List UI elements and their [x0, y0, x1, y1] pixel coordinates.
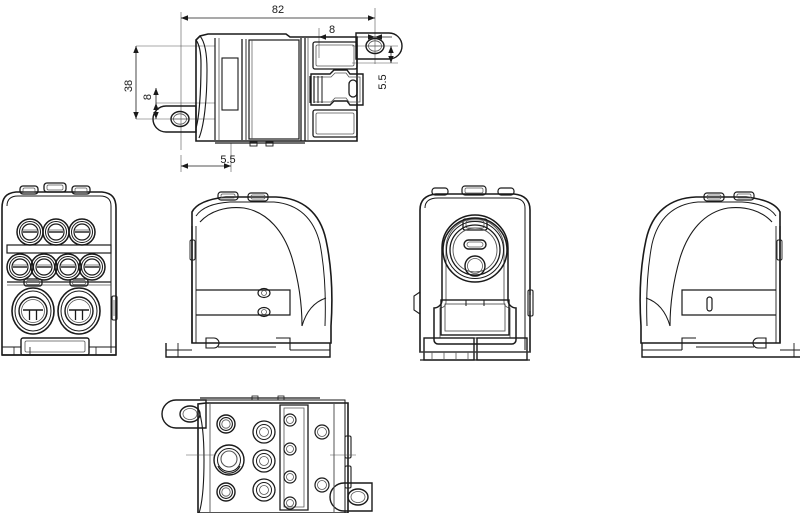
dimension-label-5-5-right: 5.5 — [377, 74, 389, 89]
dimension-overall-length: 82 — [181, 4, 375, 21]
dimension-label-8-horizontal: 8 — [329, 24, 335, 36]
rib-holes — [283, 413, 297, 510]
top-view: 82 8 38 8 5.5 5.5 — [123, 4, 403, 172]
lower-screw-row — [6, 253, 106, 281]
front-view-base — [2, 337, 116, 356]
large-terminal-left — [11, 278, 55, 335]
top-clips — [19, 182, 91, 195]
dimension-label-38: 38 — [123, 80, 135, 92]
dimension-overall-width: 38 — [123, 46, 139, 119]
bottom-boss-column — [252, 420, 276, 502]
large-terminal-right — [57, 278, 101, 335]
left-side-view — [165, 191, 333, 358]
dimension-hole-offset-top: 5.5 — [377, 46, 394, 90]
dimension-label-8-vertical: 8 — [142, 94, 154, 100]
dimension-label-5-5-bottom: 5.5 — [220, 154, 235, 166]
right-side-view — [639, 191, 800, 358]
mounting-ear-left — [152, 105, 197, 133]
dimension-label-82: 82 — [272, 4, 284, 16]
bottom-view — [161, 395, 373, 513]
mounting-ear-right — [355, 32, 403, 60]
upper-screw-row — [16, 218, 96, 246]
large-bottom-hole — [213, 444, 245, 476]
top-view-geometry — [152, 32, 403, 147]
front-view — [1, 182, 118, 356]
rear-view — [413, 185, 534, 361]
dimension-hole-offset-bottom: 5.5 — [181, 154, 236, 169]
